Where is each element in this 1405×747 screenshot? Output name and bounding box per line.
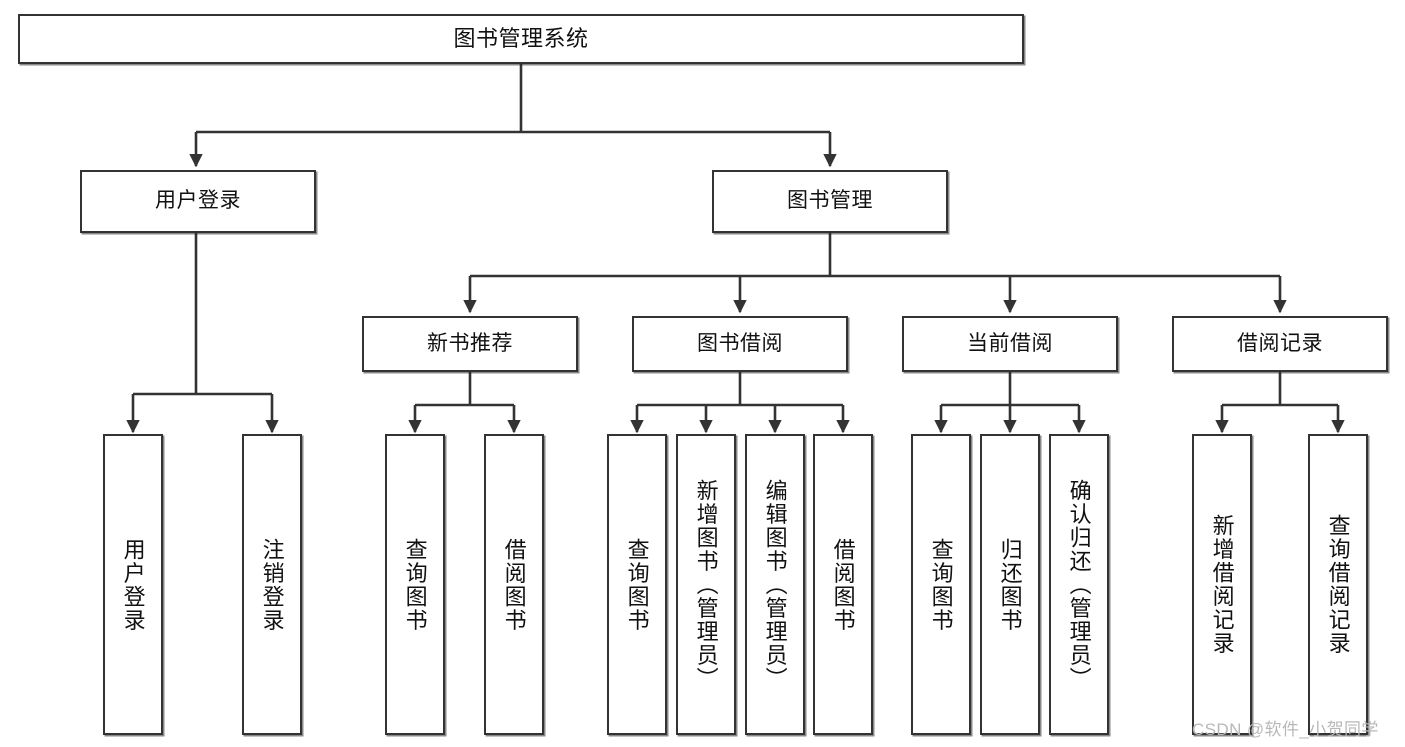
node-label: 查询图书: [624, 537, 650, 632]
node-leaf-user-login[interactable]: 用户登录: [103, 434, 163, 735]
node-leaf-query-book-recommend[interactable]: 查询图书: [385, 434, 445, 735]
node-label: 查询借阅记录: [1325, 514, 1351, 655]
node-label: 借阅图书: [830, 537, 856, 632]
node-label: 图书借阅: [697, 331, 783, 355]
watermark: CSDN @软件_小贺同学: [1192, 720, 1379, 739]
node-label: 新增图书（管理员）: [693, 478, 719, 691]
node-leaf-add-borrow-record[interactable]: 新增借阅记录: [1192, 434, 1252, 735]
node-leaf-borrow-book[interactable]: 借阅图书: [813, 434, 873, 735]
node-label: 新书推荐: [427, 331, 513, 355]
node-leaf-add-book-admin[interactable]: 新增图书（管理员）: [676, 434, 736, 735]
node-current-borrow[interactable]: 当前借阅: [902, 316, 1118, 372]
node-label: 编辑图书（管理员）: [762, 478, 788, 691]
node-leaf-borrow-book-recommend[interactable]: 借阅图书: [484, 434, 544, 735]
node-new-book-recommend[interactable]: 新书推荐: [362, 316, 578, 372]
node-leaf-logout[interactable]: 注销登录: [242, 434, 302, 735]
node-label: 用户登录: [120, 537, 146, 632]
node-root-system[interactable]: 图书管理系统: [18, 14, 1024, 64]
node-leaf-query-borrow-record[interactable]: 查询借阅记录: [1308, 434, 1368, 735]
node-leaf-query-book-current[interactable]: 查询图书: [911, 434, 971, 735]
node-label: 查询图书: [928, 537, 954, 632]
node-leaf-return-book[interactable]: 归还图书: [980, 434, 1040, 735]
node-label: 用户登录: [155, 189, 241, 213]
node-label: 借阅记录: [1237, 331, 1323, 355]
node-borrow-record[interactable]: 借阅记录: [1172, 316, 1388, 372]
node-label: 新增借阅记录: [1209, 514, 1235, 655]
node-book-borrow[interactable]: 图书借阅: [632, 316, 848, 372]
node-label: 图书管理: [787, 189, 873, 213]
node-label: 归还图书: [997, 537, 1023, 632]
node-leaf-query-book-borrow[interactable]: 查询图书: [607, 434, 667, 735]
node-leaf-edit-book-admin[interactable]: 编辑图书（管理员）: [745, 434, 805, 735]
node-label: 借阅图书: [501, 537, 527, 632]
node-leaf-confirm-return-admin[interactable]: 确认归还（管理员）: [1049, 434, 1109, 735]
node-label: 确认归还（管理员）: [1066, 478, 1092, 691]
node-user-login[interactable]: 用户登录: [80, 170, 316, 233]
node-label: 查询图书: [402, 537, 428, 632]
node-book-management[interactable]: 图书管理: [712, 170, 948, 233]
node-label: 当前借阅: [967, 331, 1053, 355]
node-label: 图书管理系统: [453, 26, 589, 52]
node-label: 注销登录: [259, 537, 285, 632]
